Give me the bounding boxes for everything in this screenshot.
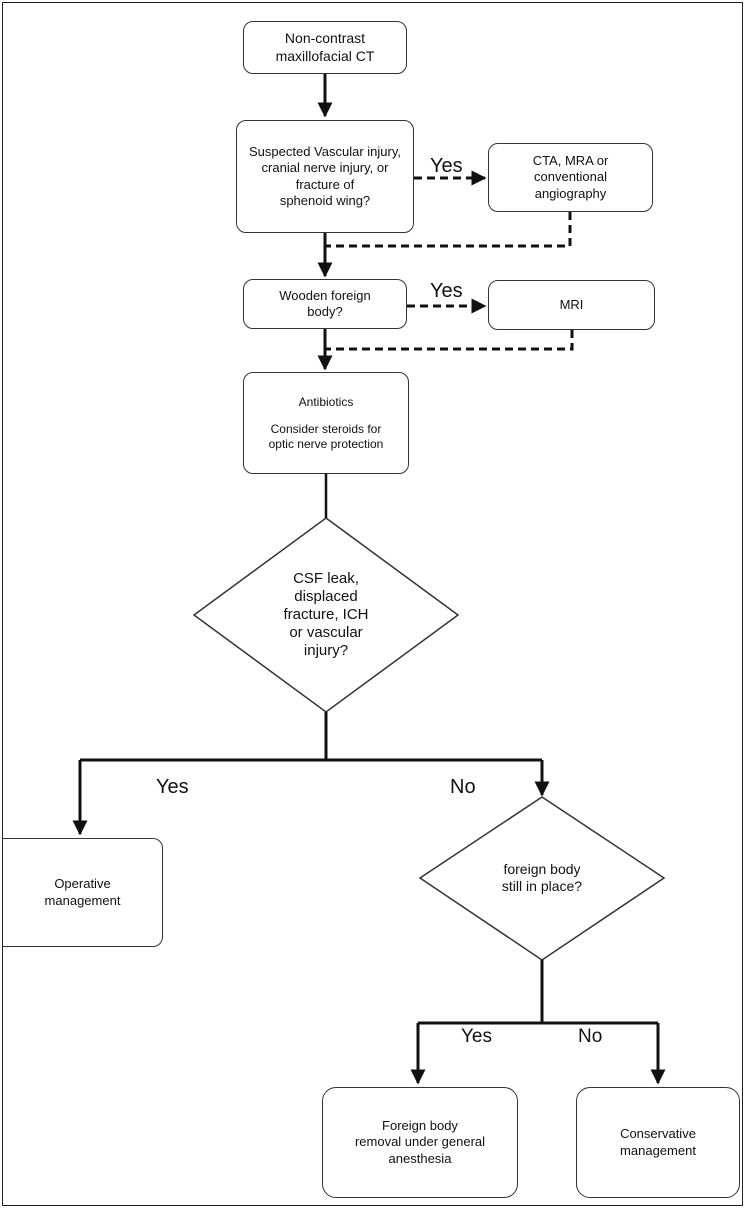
node-text-line: CSF leak,: [293, 570, 359, 587]
node-text-line: Non-contrast: [284, 30, 366, 46]
node-text-line: injury?: [303, 642, 349, 659]
node-text-line: Wooden foreign: [279, 287, 371, 303]
node-text-line: conventional: [534, 169, 607, 185]
node-text-line: body?: [307, 304, 343, 319]
node-foreign-body-removal: Foreign body removal under general anest…: [322, 1087, 518, 1198]
node-text-line: removal under general: [354, 1134, 486, 1150]
node-conservative-management: Conservative management: [576, 1087, 740, 1198]
node-text-line: Operative: [54, 876, 111, 892]
csf-decision-text: CSF leak, displaced fracture, ICH or vas…: [236, 555, 416, 675]
node-antibiotics: Antibiotics Consider steroids for optic …: [243, 372, 409, 474]
node-noncontrast-ct: Non-contrast maxillofacial CT: [243, 21, 407, 74]
node-angiography: CTA, MRA or conventional angiography: [488, 143, 653, 212]
dashed-return-from-angio: [325, 212, 572, 248]
edge-label-fb-yes: Yes: [461, 1026, 492, 1047]
node-text-line: sphenoid wing?: [279, 192, 371, 208]
node-text-line: Conservative: [620, 1126, 696, 1142]
node-wooden-question: Wooden foreign body?: [243, 279, 407, 329]
node-text-line: maxillofacial CT: [275, 47, 375, 64]
node-mri: MRI: [488, 280, 655, 330]
edge-label-fb-no: No: [578, 1026, 603, 1047]
node-text-line: foreign body: [503, 861, 581, 878]
node-text-line: still in place?: [501, 878, 583, 894]
node-text-line: anesthesia: [388, 1150, 452, 1166]
node-operative-management: Operative management: [3, 838, 163, 947]
node-text-line: or vascular: [289, 624, 363, 641]
node-text-line: Consider steroids for: [270, 421, 382, 436]
edge-label-csf-yes: Yes: [156, 776, 189, 798]
node-text-line: CTA, MRA or: [532, 153, 609, 169]
node-text-line: Foreign body: [382, 1118, 458, 1134]
foreign-body-decision-text: foreign body still in place?: [462, 850, 622, 906]
node-text-line: MRI: [559, 296, 584, 312]
node-text-line: management: [620, 1142, 696, 1158]
node-text-line: Suspected Vascular injury,: [249, 144, 401, 159]
edge-label-csf-no: No: [450, 776, 476, 798]
edge-label-wooden-yes: Yes: [430, 280, 463, 302]
node-text-line: Antibiotics: [298, 394, 354, 409]
node-text-line: cranial nerve injury, or: [261, 160, 389, 176]
node-vascular-question: Suspected Vascular injury, cranial nerve…: [236, 120, 414, 233]
node-text-line: displaced: [294, 588, 358, 605]
node-text-line: management: [44, 892, 121, 908]
node-text-line: optic nerve protection: [268, 436, 384, 451]
node-text-line: fracture of: [295, 176, 355, 192]
node-text-line: angiography: [534, 185, 607, 201]
dashed-return-from-mri: [325, 330, 574, 351]
node-text-line: fracture, ICH: [283, 606, 369, 623]
edge-label-vascular-yes: Yes: [430, 155, 463, 177]
